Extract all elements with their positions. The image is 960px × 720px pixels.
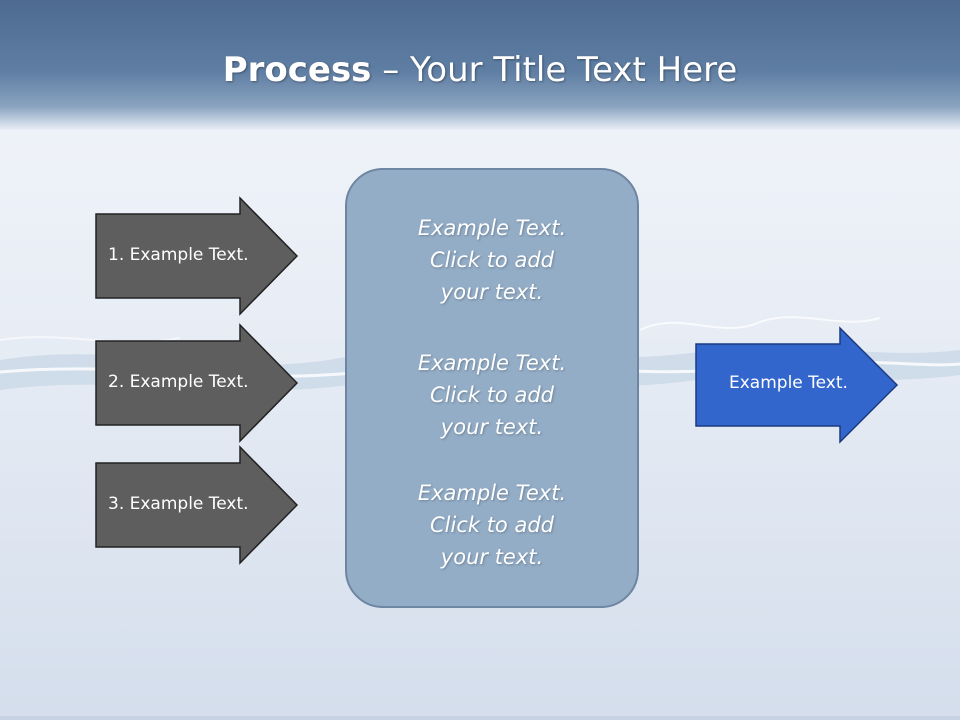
center-text-line: Click to add	[429, 513, 554, 537]
input-arrow-3-label: 3. Example Text.	[108, 494, 249, 514]
center-text-line: your text.	[440, 545, 544, 569]
title-bold: Process	[222, 50, 372, 90]
center-text-block-3[interactable]: Example Text. Click to add your text.	[345, 477, 639, 573]
input-arrow-1[interactable]	[95, 196, 299, 316]
center-text-line: Click to add	[429, 383, 554, 407]
center-process-box[interactable]	[345, 168, 639, 608]
center-text-line: Example Text.	[417, 481, 567, 505]
center-text-block-1[interactable]: Example Text. Click to add your text.	[345, 212, 639, 308]
center-text-line: Example Text.	[417, 216, 567, 240]
output-arrow-label: Example Text.	[729, 373, 848, 393]
center-text-line: Example Text.	[417, 351, 567, 375]
header-band	[0, 0, 960, 130]
input-arrow-1-label: 1. Example Text.	[108, 245, 249, 265]
input-arrow-3[interactable]	[95, 445, 299, 565]
input-arrow-2-label: 2. Example Text.	[108, 372, 249, 392]
center-text-block-2[interactable]: Example Text. Click to add your text.	[345, 347, 639, 443]
title-rest: – Your Title Text Here	[371, 50, 738, 90]
center-text-line: your text.	[440, 280, 544, 304]
page-title: Process – Your Title Text Here	[0, 50, 960, 90]
center-text-line: your text.	[440, 415, 544, 439]
input-arrow-2[interactable]	[95, 323, 299, 443]
output-arrow[interactable]	[695, 326, 899, 444]
bottom-divider	[0, 716, 960, 720]
center-text-line: Click to add	[429, 248, 554, 272]
